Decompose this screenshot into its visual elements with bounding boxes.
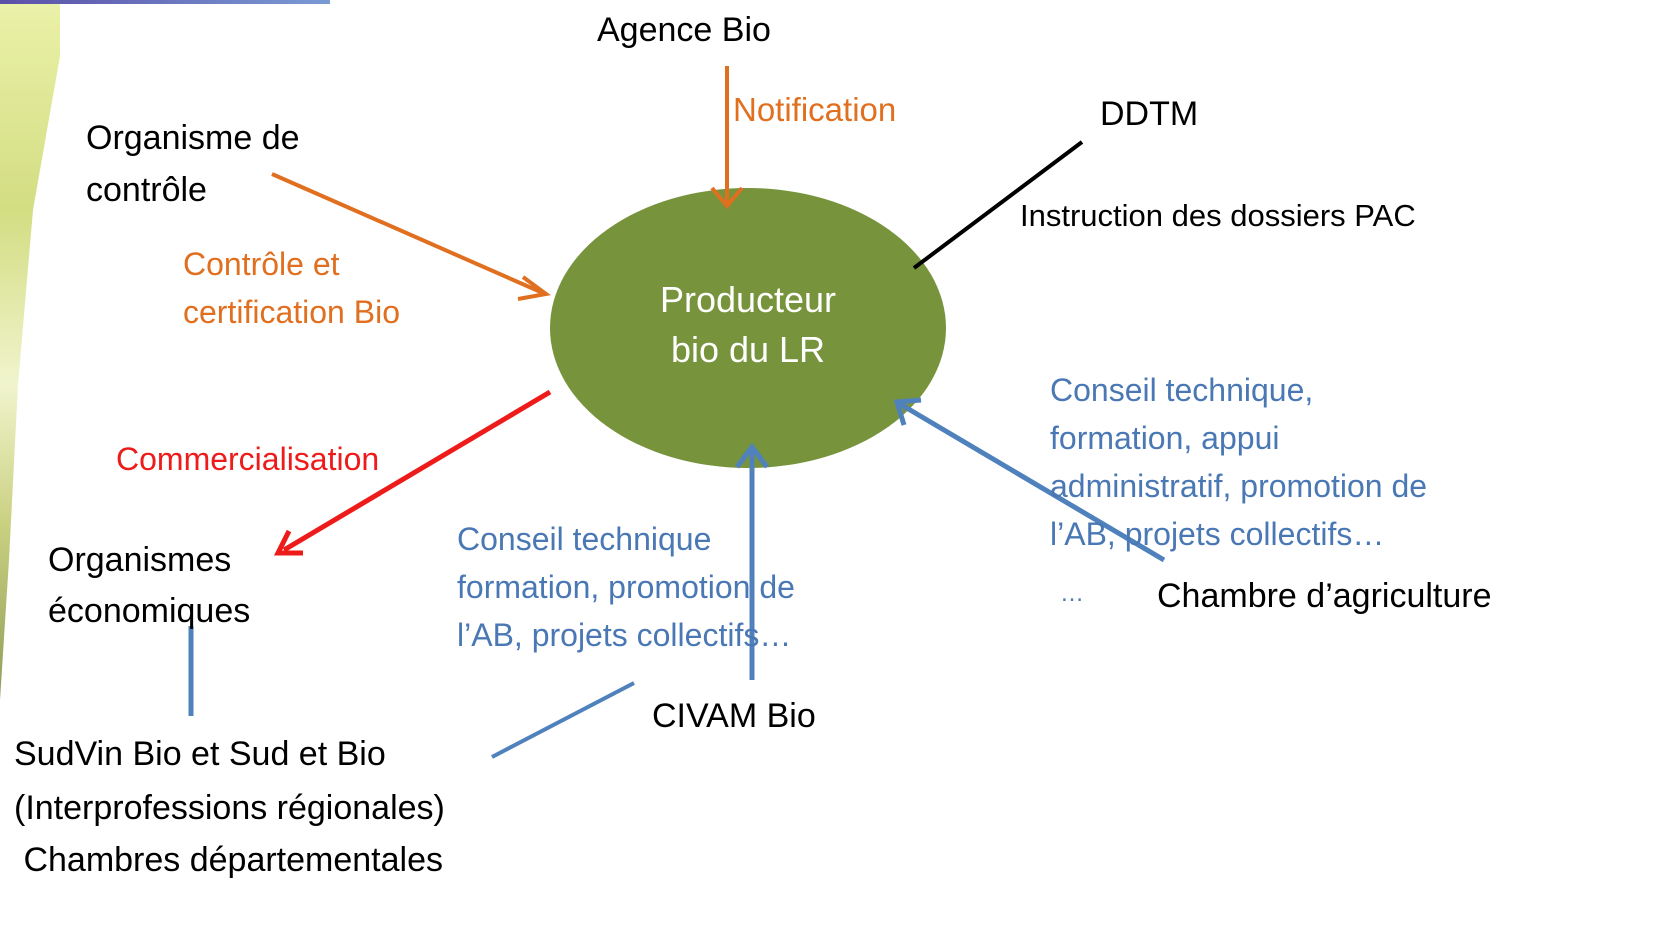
center-node-label: Producteur bio du LR	[552, 275, 944, 375]
label-chambre-line2: formation, appui	[1050, 420, 1280, 456]
node-organismes-economiques-line2: économiques	[48, 592, 251, 630]
node-interpro-line2: (Interprofessions régionales)	[14, 789, 445, 827]
arrowhead-agence-bio	[710, 186, 744, 210]
arrow-organisme-controle	[271, 172, 544, 295]
node-agence-bio: Agence Bio	[597, 11, 771, 49]
label-notification: Notification	[733, 91, 897, 128]
label-civam-line2: formation, promotion de	[457, 569, 795, 605]
center-line-2: bio du LR	[670, 329, 826, 370]
header-accent-bar	[0, 0, 330, 4]
label-controle-line1: Contrôle et	[183, 246, 340, 282]
label-civam-line1: Conseil technique	[457, 521, 712, 557]
arrowhead-civam	[735, 442, 769, 469]
node-chambre-agriculture: Chambre d’agriculture	[1157, 577, 1492, 615]
node-organismes-economiques-line1: Organismes	[48, 541, 232, 579]
label-chambre-line1: Conseil technique,	[1050, 372, 1314, 408]
arrowhead-commercialisation	[273, 529, 303, 556]
center-line-1: Producteur	[659, 279, 837, 320]
node-organisme-controle-line2: contrôle	[86, 171, 207, 209]
label-commercialisation: Commercialisation	[116, 441, 380, 477]
label-chambre-line3: administratif, promotion de	[1050, 468, 1428, 504]
arrow-commercialisation	[282, 389, 552, 553]
label-chambre-line4: l’AB, projets collectifs…	[1050, 516, 1385, 552]
arrow-chambre	[898, 401, 1166, 563]
line-ddtm	[912, 140, 1084, 270]
node-interpro-line1: SudVin Bio et Sud et Bio	[14, 735, 386, 773]
arrowhead-organisme-controle	[517, 275, 551, 301]
arrowhead-chambre	[893, 397, 922, 426]
node-civam-bio: CIVAM Bio	[652, 697, 816, 735]
node-organisme-controle-line1: Organisme de	[86, 119, 300, 157]
line-interpro-civam	[491, 681, 635, 759]
label-instruction-pac: Instruction des dossiers PAC	[1020, 198, 1416, 233]
label-controle-line2: certification Bio	[183, 294, 400, 330]
center-node-ellipse	[550, 188, 946, 468]
node-ddtm: DDTM	[1100, 95, 1199, 133]
label-chambre-line5: …	[1060, 580, 1084, 607]
label-civam-line3: l’AB, projets collectifs…	[457, 617, 792, 653]
node-interpro-line3: Chambres départementales	[14, 841, 444, 879]
